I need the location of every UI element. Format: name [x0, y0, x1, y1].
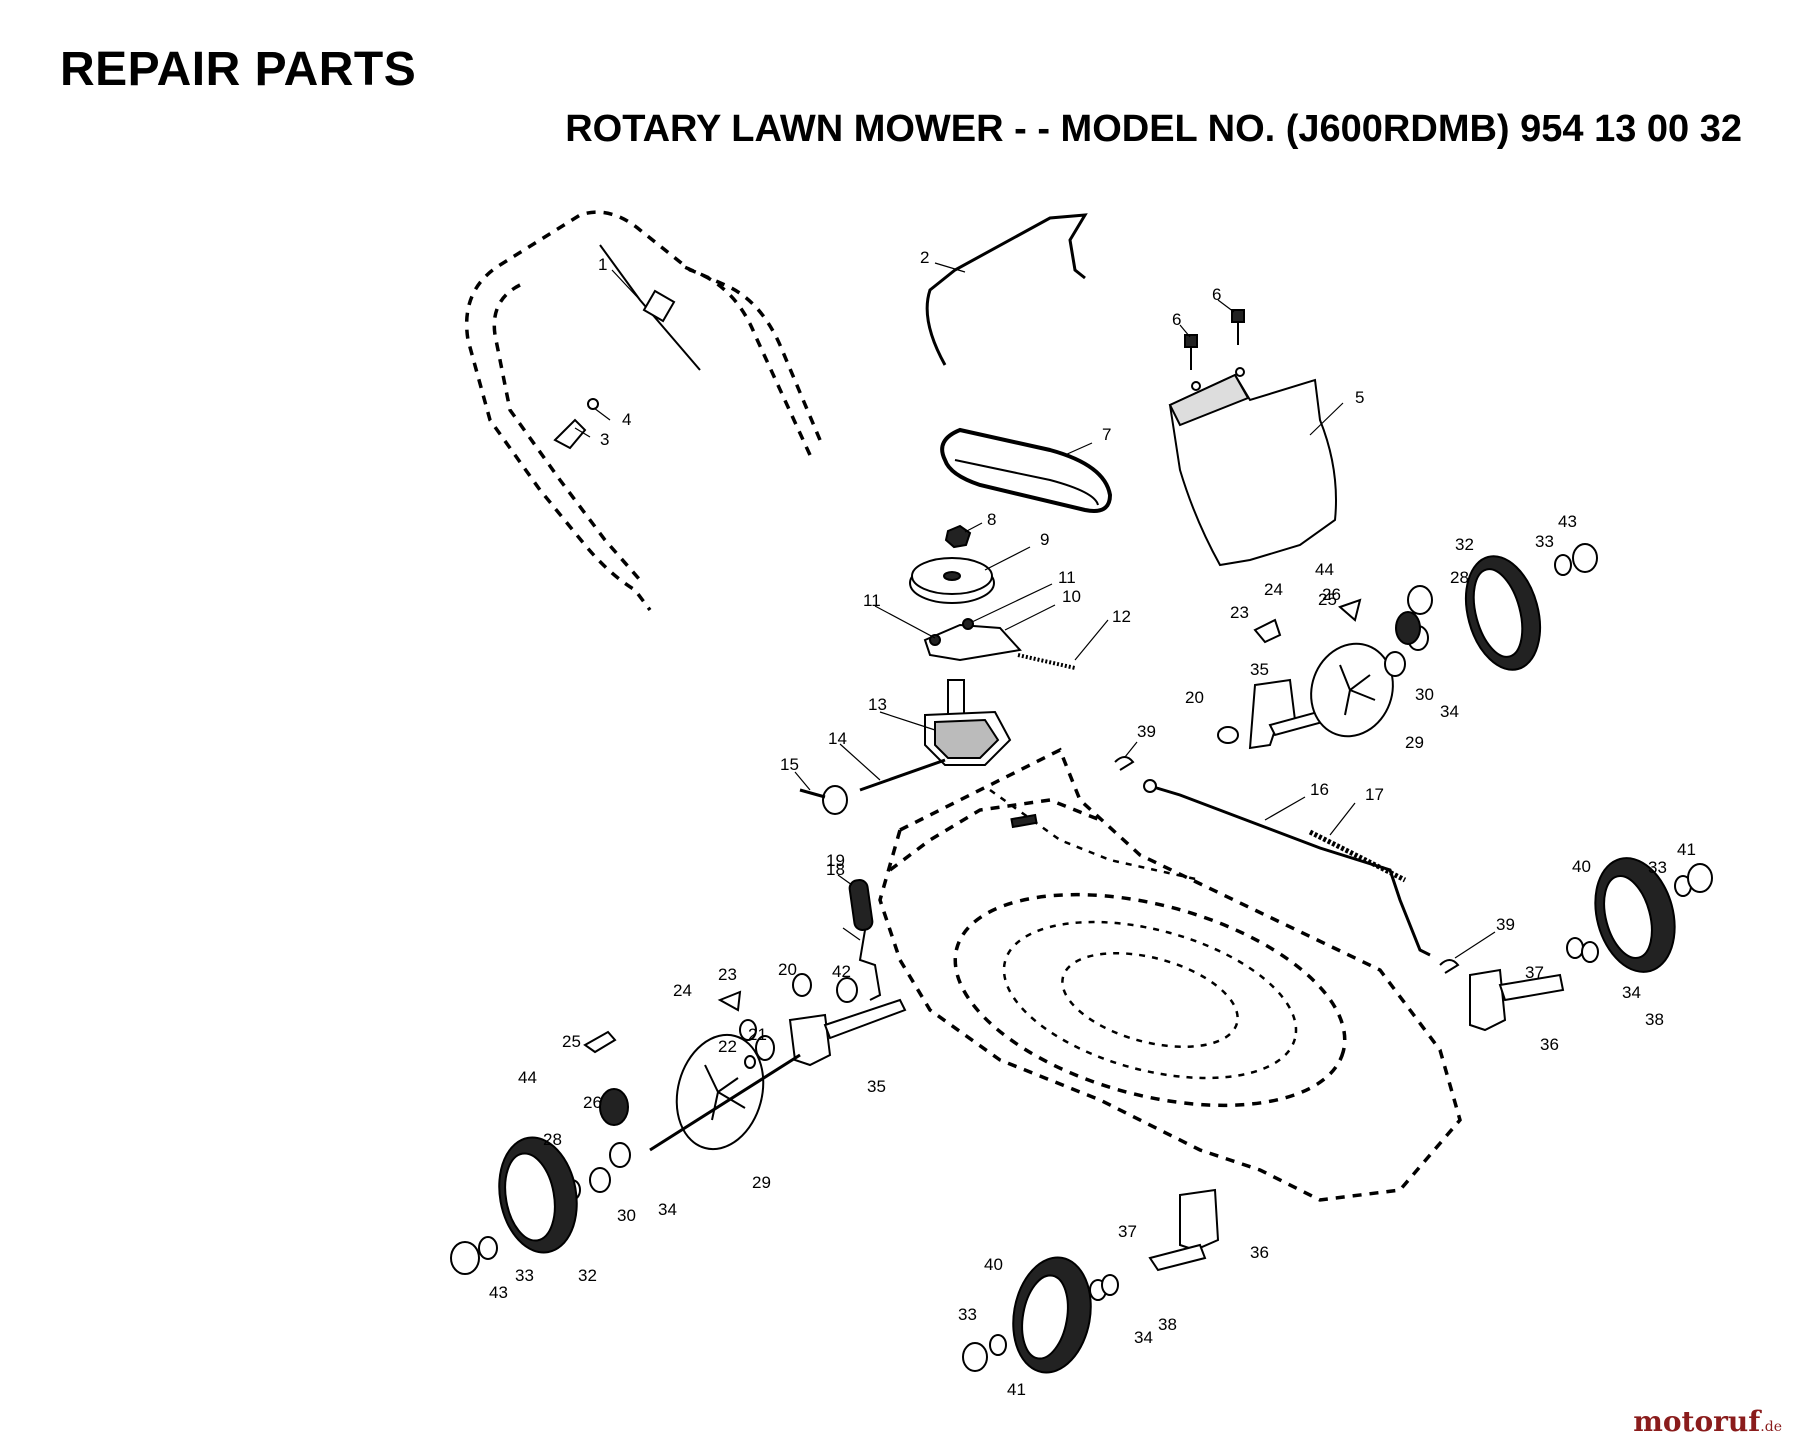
callout-37: 37	[1525, 963, 1544, 982]
callout-24: 24	[1264, 580, 1283, 599]
callout-5: 5	[1355, 388, 1364, 407]
callout-6: 6	[1212, 285, 1221, 304]
callout-33: 33	[1535, 532, 1554, 551]
callout-21: 21	[748, 1025, 767, 1044]
callout-29: 29	[1405, 733, 1424, 752]
front-wheel-right	[1469, 857, 1713, 1032]
callout-34: 34	[1134, 1328, 1153, 1347]
handle-bracket	[553, 398, 599, 450]
callout-20: 20	[778, 960, 797, 979]
leader-lines	[574, 262, 1496, 959]
callout-36: 36	[1250, 1243, 1269, 1262]
height-adjust-rod	[1149, 784, 1431, 957]
callout-25: 25	[562, 1032, 581, 1051]
callout-35: 35	[1250, 660, 1269, 679]
callout-33: 33	[515, 1266, 534, 1285]
chute-bolts	[1184, 309, 1245, 370]
page-subtitle: ROTARY LAWN MOWER - - MODEL NO. (J600RDM…	[565, 108, 1742, 150]
chute-deflector	[1168, 367, 1337, 567]
pulley-assembly	[909, 524, 995, 604]
callout-23: 23	[718, 965, 737, 984]
callout-39: 39	[1496, 915, 1515, 934]
callout-11: 11	[1058, 568, 1076, 587]
hairpin-clip-upper	[1114, 756, 1135, 771]
callout-25: 25	[1318, 590, 1337, 609]
callout-35: 35	[867, 1077, 886, 1096]
callout-34: 34	[1440, 702, 1459, 721]
callout-10: 10	[1062, 587, 1081, 606]
callout-38: 38	[1645, 1010, 1664, 1029]
bracket-spring	[1017, 653, 1076, 670]
callout-4: 4	[622, 410, 631, 429]
callout-32: 32	[578, 1266, 597, 1285]
callout-37: 37	[1118, 1222, 1137, 1241]
callout-30: 30	[1415, 685, 1434, 704]
callout-43: 43	[1558, 512, 1577, 531]
callout-14: 14	[828, 729, 847, 748]
callout-15: 15	[780, 755, 799, 774]
callout-9: 9	[1040, 530, 1049, 549]
height-lever-front	[848, 879, 882, 1001]
page-title: REPAIR PARTS	[60, 43, 417, 96]
callout-13: 13	[868, 695, 887, 714]
mower-deck	[878, 747, 1462, 1202]
callout-28: 28	[1450, 568, 1469, 587]
callout-40: 40	[1572, 857, 1591, 876]
callout-7: 7	[1102, 425, 1111, 444]
callout-41: 41	[1677, 840, 1696, 859]
callout-39: 39	[1137, 722, 1156, 741]
callout-29: 29	[752, 1173, 771, 1192]
callout-42: 42	[832, 962, 851, 981]
transmission	[924, 679, 1012, 766]
drive-axle	[859, 758, 946, 792]
callout-17: 17	[1365, 785, 1384, 804]
callout-20: 20	[1185, 688, 1204, 707]
callout-32: 32	[1455, 535, 1474, 554]
callout-22: 22	[718, 1037, 737, 1056]
callout-28: 28	[543, 1130, 562, 1149]
callout-16: 16	[1310, 780, 1329, 799]
callout-2: 2	[920, 248, 929, 267]
front-wheel-left	[962, 1188, 1220, 1374]
callout-3: 3	[600, 430, 609, 449]
rear-wheel-right	[1384, 543, 1598, 677]
hairpin-clip-lower	[1439, 959, 1460, 974]
callout-19: 19	[826, 851, 845, 870]
left-rear-axle-assembly	[563, 973, 907, 1201]
callout-33: 33	[958, 1305, 977, 1324]
callout-18: 18	[826, 860, 845, 879]
bail-bar	[925, 213, 1088, 366]
callout-30: 30	[617, 1206, 636, 1225]
callout-26: 26	[583, 1093, 602, 1112]
watermark-logo: motoruf.de	[1633, 1405, 1782, 1438]
callout-40: 40	[984, 1255, 1003, 1274]
callout-1: 1	[598, 255, 607, 274]
drive-gear-right	[1253, 598, 1421, 645]
callout-12: 12	[1112, 607, 1131, 626]
callout-24: 24	[673, 981, 692, 1000]
callout-26: 26	[1322, 585, 1341, 604]
rod-spring	[1308, 829, 1407, 883]
callout-33: 33	[1648, 858, 1667, 877]
callout-6: 6	[1172, 310, 1181, 329]
callout-8: 8	[987, 510, 996, 529]
callout-34: 34	[658, 1200, 677, 1219]
callout-38: 38	[1158, 1315, 1177, 1334]
rear-wheel-left	[450, 1088, 629, 1275]
callout-34: 34	[1622, 983, 1641, 1002]
drive-belt	[940, 427, 1113, 513]
callout-23: 23	[1230, 603, 1249, 622]
right-rear-axle-assembly	[1217, 642, 1394, 750]
callout-44: 44	[1315, 560, 1334, 579]
axle-washer	[799, 785, 848, 815]
control-cable	[599, 244, 701, 371]
callout-41: 41	[1007, 1380, 1026, 1399]
callout-36: 36	[1540, 1035, 1559, 1054]
callout-44: 44	[518, 1068, 537, 1087]
handle-assembly	[464, 210, 822, 612]
callout-43: 43	[489, 1283, 508, 1302]
callout-11: 11	[863, 591, 881, 610]
